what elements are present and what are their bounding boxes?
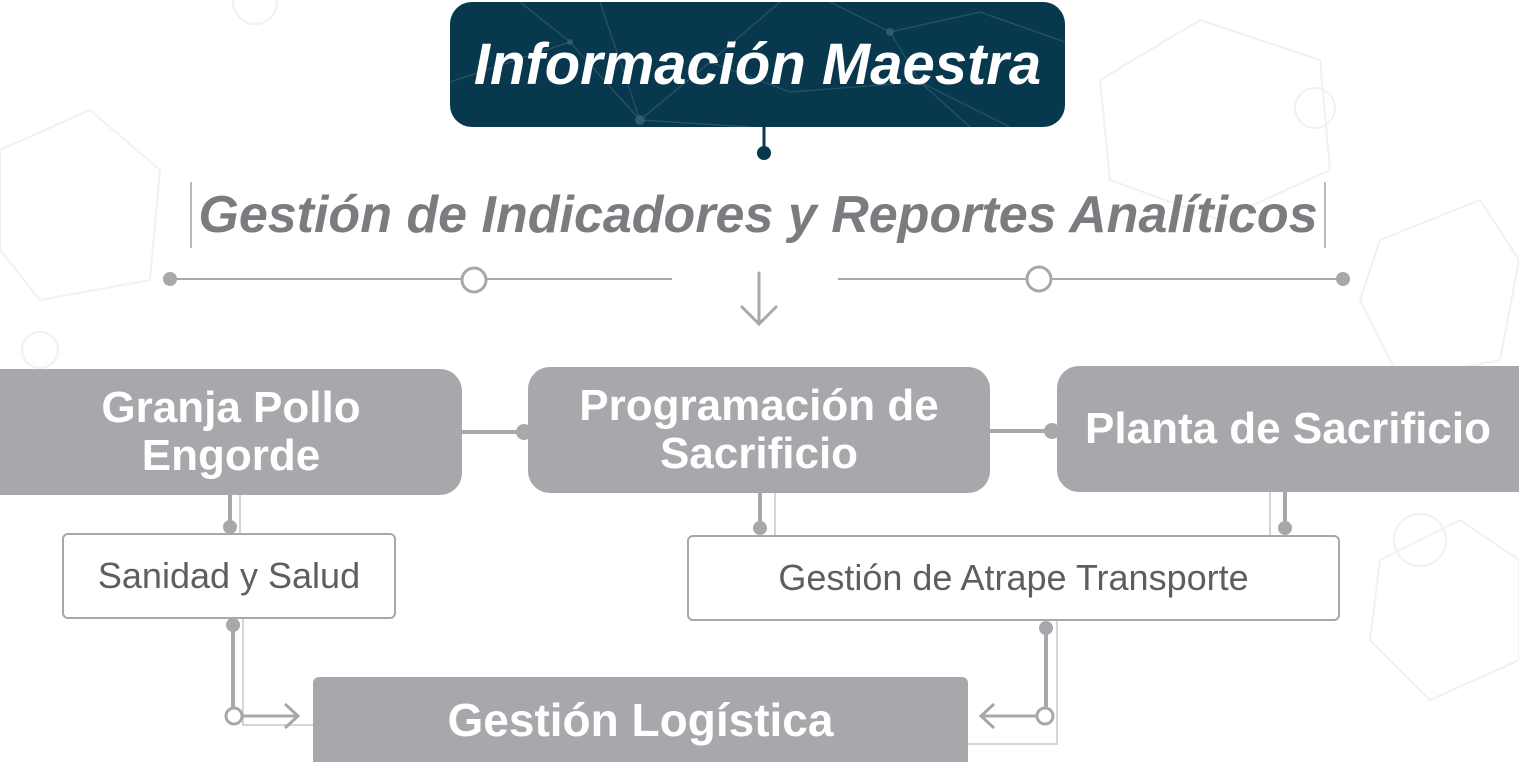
node-label: Sanidad y Salud <box>97 555 361 596</box>
node-gestion-logistica: Gestión Logística <box>313 677 968 762</box>
node-label: Programación de Sacrificio <box>579 381 939 478</box>
node-label: Granja Pollo Engorde <box>101 383 361 480</box>
row-links <box>462 429 1052 434</box>
header-title-box: Información Maestra <box>450 2 1065 127</box>
node-planta-sacrificio: Planta de Sacrificio <box>1057 366 1519 492</box>
down-arrow-icon <box>740 271 778 327</box>
background-network-pattern <box>0 0 1519 702</box>
node-gestion-atrape-transporte: Gestión de Atrape Transporte <box>687 535 1340 621</box>
node-label: Planta de Sacrificio <box>1085 404 1491 453</box>
left-arrow-icon <box>978 702 1036 730</box>
node-granja-pollo-engorde: Granja Pollo Engorde <box>0 369 462 495</box>
node-label: Gestión Logística <box>447 693 834 746</box>
right-arrow-icon <box>243 702 301 730</box>
subtitle: Gestión de Indicadores y Reportes Analít… <box>190 182 1326 248</box>
node-label: Gestión de Atrape Transporte <box>778 557 1249 598</box>
node-programacion-sacrificio: Programación de Sacrificio <box>528 367 990 493</box>
node-sanidad-salud: Sanidad y Salud <box>62 533 396 619</box>
divider-nodes <box>163 265 1350 294</box>
header-title: Información Maestra <box>473 32 1042 97</box>
title-connector-dot <box>757 146 771 160</box>
network-texture <box>450 2 1065 127</box>
